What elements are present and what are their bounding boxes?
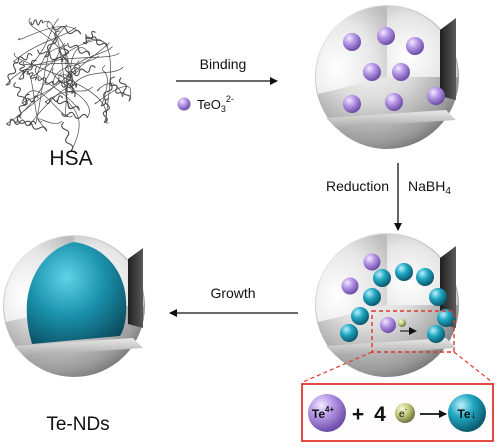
protein-loop	[22, 18, 59, 75]
reaction-equation: Te4+ + 4 e- Te↓	[301, 383, 494, 442]
tellurite-ion-sphere	[385, 93, 403, 111]
protein-loop	[35, 37, 56, 125]
protein-loop	[58, 72, 77, 88]
protein-helix	[85, 34, 108, 48]
protein-loop	[52, 55, 99, 86]
zoom-connector-left	[302, 351, 373, 383]
protein-helix	[61, 111, 88, 119]
te-nds-label: Te-NDs	[46, 414, 109, 435]
nabh4-label: NaBH4	[408, 178, 451, 197]
protein-loop	[38, 118, 63, 132]
plus-sign: +	[352, 403, 364, 426]
te-nanodot-seed	[351, 307, 369, 325]
hsa-cage-with-ions	[315, 5, 459, 149]
te-nanodot-core	[26, 242, 127, 344]
te4-ion-sphere	[308, 394, 346, 432]
protein-helix	[67, 42, 91, 56]
te4-ion-label: Te4+	[312, 405, 335, 421]
te-product-label: Te↓	[457, 407, 476, 421]
protein-helix	[26, 70, 38, 81]
protein-loop	[34, 66, 80, 111]
protein-loop	[28, 17, 64, 62]
protein-loop	[70, 66, 124, 88]
hsa-protein-structure	[5, 17, 132, 152]
coefficient-four: 4	[374, 403, 386, 426]
protein-helix	[73, 65, 96, 77]
tellurite-ion-sphere	[380, 317, 396, 333]
protein-helix	[30, 19, 44, 26]
electron-label: e-	[399, 407, 408, 420]
tellurite-ion-sphere	[343, 95, 361, 113]
te-nanodot-seed	[427, 325, 445, 343]
protein-helix	[17, 118, 48, 132]
reduction-label: Reduction	[326, 178, 389, 194]
te-product-sphere	[448, 394, 486, 432]
protein-helix	[16, 93, 30, 118]
zoom-region-box	[371, 310, 455, 353]
protein-helix	[65, 78, 78, 88]
protein-loop	[94, 86, 132, 105]
protein-helix	[44, 95, 64, 105]
te-nanodot-seed	[363, 288, 381, 306]
protein-helix	[61, 121, 74, 152]
electron-small	[398, 319, 406, 327]
tellurite-ion-sphere	[427, 87, 445, 105]
tellurite-ion-sphere	[363, 63, 381, 81]
protein-loop	[13, 26, 77, 62]
protein-loop	[96, 83, 123, 97]
protein-loop	[16, 42, 110, 117]
hsa-label: HSA	[49, 147, 92, 170]
protein-helix	[18, 61, 26, 75]
protein-helix	[51, 80, 72, 88]
tellurite-ion-label: TeO32-	[197, 94, 234, 114]
protein-helix	[51, 25, 82, 35]
tellurite-ion-sphere	[406, 37, 424, 55]
protein-loop	[65, 93, 80, 152]
protein-loop	[5, 52, 120, 86]
protein-helix	[109, 81, 124, 98]
protein-helix	[65, 64, 75, 95]
te-nanodot-seed	[373, 269, 391, 287]
tellurite-ion-sphere	[377, 27, 395, 45]
protein-helix	[13, 52, 33, 64]
tellurite-ion-sphere	[343, 33, 361, 51]
te-nanodot-seed	[437, 309, 455, 327]
electron-sphere	[395, 403, 415, 423]
binding-label: Binding	[200, 56, 247, 72]
protein-helix	[5, 61, 18, 86]
tellurite-ion-sphere	[363, 253, 381, 271]
protein-loop	[22, 90, 73, 118]
protein-helix	[21, 95, 39, 106]
protein-loop	[21, 60, 80, 104]
protein-loop	[46, 20, 67, 65]
tellurite-ion-sphere	[341, 277, 359, 295]
protein-helix	[100, 76, 116, 107]
protein-helix	[13, 119, 37, 127]
zoom-connector-right	[453, 351, 493, 383]
protein-loop	[45, 86, 93, 102]
tellurite-ion-legend-icon	[177, 97, 191, 111]
protein-loop	[22, 61, 81, 75]
protein-loop	[101, 65, 108, 107]
protein-loop	[35, 24, 68, 81]
protein-loop	[14, 52, 107, 123]
tellurite-ion-sphere	[392, 63, 410, 81]
te-nanodot-seed	[395, 263, 413, 281]
te-nanodot-in-cage	[3, 235, 145, 377]
te-nanodot-seed	[340, 324, 358, 342]
protein-loop	[67, 46, 113, 77]
protein-loop	[51, 68, 90, 118]
protein-helix	[118, 77, 132, 102]
protein-helix	[13, 82, 25, 102]
te-nanodot-seed	[429, 288, 447, 306]
te-nanodot-seed	[416, 268, 434, 286]
growth-label: Growth	[210, 285, 255, 301]
protein-helix	[18, 59, 37, 80]
hsa-cage-nucleation	[315, 233, 459, 377]
